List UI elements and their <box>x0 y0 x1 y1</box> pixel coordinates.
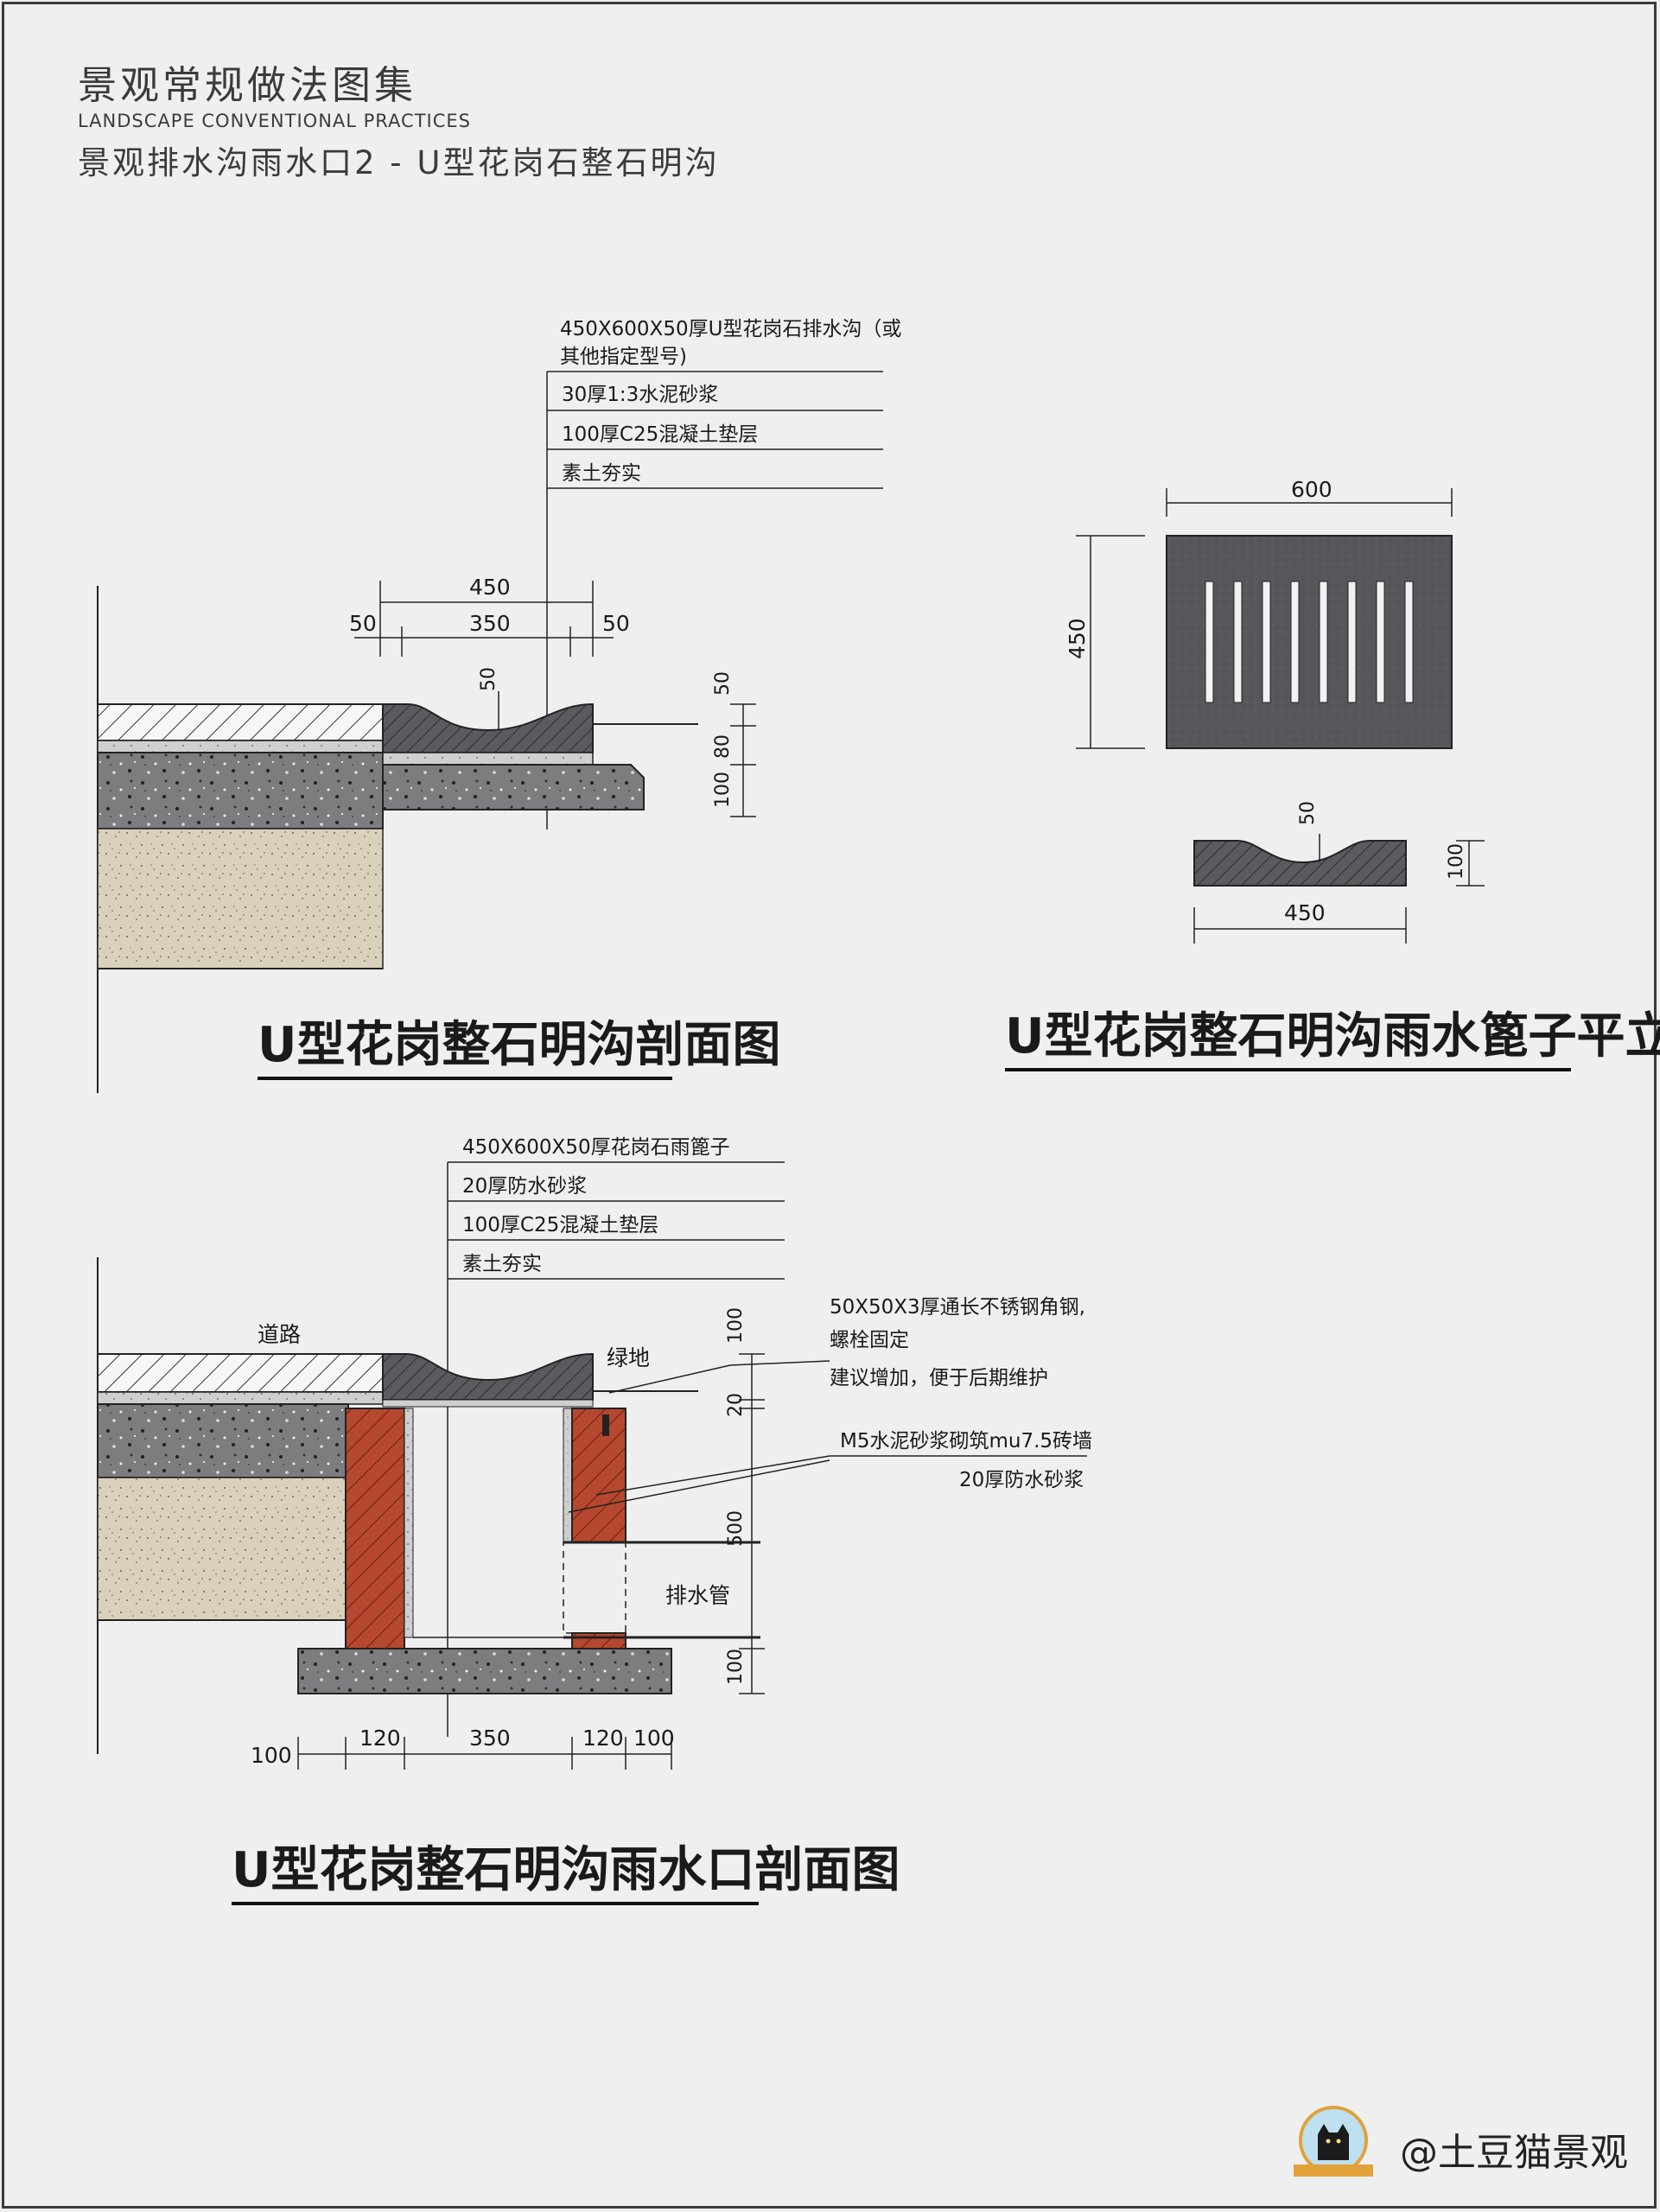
s3-bdim-5: 100 <box>633 1726 675 1751</box>
sheet-subject: 景观排水沟雨水口2 - U型花岗石整石明沟 <box>78 144 720 181</box>
s3-bdim-3: 350 <box>469 1726 511 1751</box>
s1-layer-1b: 其他指定型号) <box>560 346 687 368</box>
sheet-subtitle: LANDSCAPE CONVENTIONAL PRACTICES <box>78 111 471 131</box>
s3-layer-4: 素土夯实 <box>462 1253 542 1275</box>
s1-dim-depth: 50 <box>478 667 499 691</box>
section-3-drawing: 450X600X50厚花岗石雨篦子 20厚防水砂浆 100厚C25混凝土垫层 素… <box>97 1136 1092 1770</box>
cat-logo-icon <box>1294 2106 1373 2177</box>
s3-rdim-2: 20 <box>725 1393 747 1417</box>
section-1-caption: U型花岗整石明沟剖面图 <box>258 1017 780 1073</box>
s3-note-3: 建议增加，便于后期维护 <box>830 1367 1048 1389</box>
s1-layer-2: 30厚1:3水泥砂浆 <box>562 384 718 406</box>
s1-dim-right: 50 <box>602 611 630 636</box>
s3-note-1: 50X50X3厚通长不锈钢角钢, <box>830 1296 1085 1319</box>
s2-elev-height: 100 <box>1446 843 1467 880</box>
sheet-title: 景观常规做法图集 <box>78 62 417 108</box>
s3-rdim-1: 100 <box>725 1307 747 1344</box>
s3-wall-note: M5水泥砂浆砌筑mu7.5砖墙 <box>840 1430 1092 1452</box>
s3-road-label: 道路 <box>258 1322 301 1347</box>
section-2-caption: U型花岗整石明沟雨水篦子平立面 <box>1005 1008 1660 1065</box>
s2-dim-height: 450 <box>1065 618 1090 659</box>
section-3-caption: U型花岗整石明沟雨水口剖面图 <box>232 1842 900 1898</box>
s3-rdim-3: 500 <box>725 1510 747 1547</box>
s1-layer-3: 100厚C25混凝土垫层 <box>562 423 758 446</box>
s3-bdim-4: 120 <box>582 1726 624 1751</box>
s1-dim-left: 50 <box>349 611 377 636</box>
s1-dim-r-mid: 80 <box>712 734 734 759</box>
s3-rdim-4: 100 <box>725 1649 747 1685</box>
s3-bdim-1: 100 <box>251 1743 292 1768</box>
s1-layer-4: 素土夯实 <box>562 462 641 485</box>
s3-wall-sub: 20厚防水砂浆 <box>959 1469 1084 1491</box>
s3-layer-2: 20厚防水砂浆 <box>462 1175 587 1198</box>
section-1-drawing: 450X600X50厚U型花岗石排水沟（或 其他指定型号) 30厚1:3水泥砂浆… <box>97 318 901 1093</box>
s3-note-2: 螺栓固定 <box>830 1329 909 1351</box>
section-2-drawing: 600 450 50 100 <box>1065 477 1485 944</box>
s2-dim-width: 600 <box>1291 477 1332 502</box>
s1-dim-r-top: 50 <box>712 671 734 696</box>
s1-layer-1: 450X600X50厚U型花岗石排水沟（或 <box>560 318 901 340</box>
s3-layer-1: 450X600X50厚花岗石雨篦子 <box>462 1136 730 1159</box>
s1-dim-r-bot: 100 <box>712 772 734 808</box>
s3-pipe-label: 排水管 <box>665 1583 730 1608</box>
s3-green-label: 绿地 <box>607 1345 650 1370</box>
s3-bdim-2: 120 <box>359 1726 401 1751</box>
brand-label: @土豆猫景观 <box>1400 2131 1628 2175</box>
s2-elev-depth: 50 <box>1297 801 1319 825</box>
s1-dim-total: 450 <box>469 575 511 600</box>
s3-layer-3: 100厚C25混凝土垫层 <box>462 1214 658 1236</box>
s1-dim-inner: 350 <box>469 611 511 636</box>
s2-elev-width: 450 <box>1284 900 1326 925</box>
